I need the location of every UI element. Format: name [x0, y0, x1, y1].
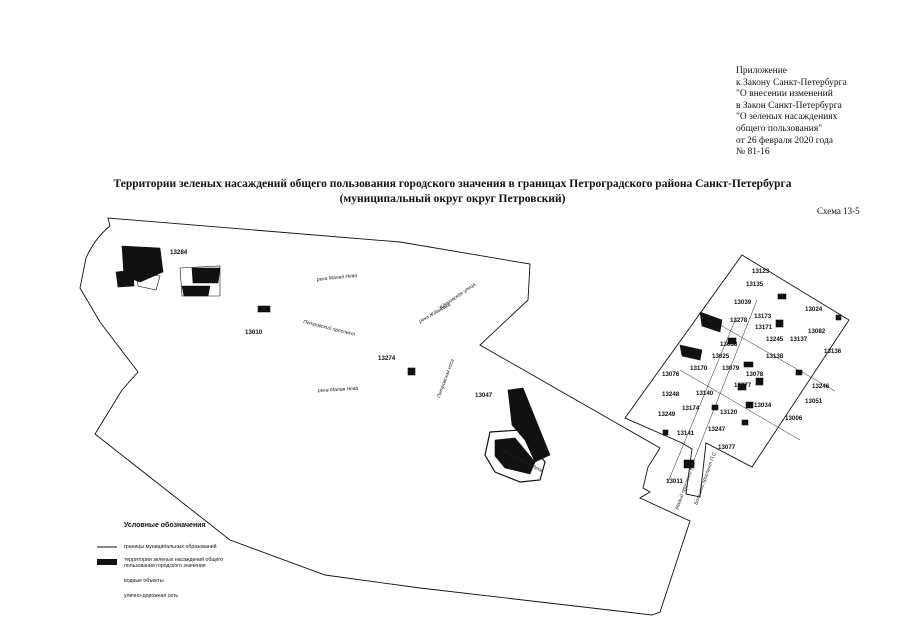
code-label: 13249	[658, 411, 676, 418]
code-label: 13082	[808, 328, 826, 335]
code-label: 13246	[812, 383, 830, 390]
code-label: 13123	[752, 268, 770, 275]
street-label: Большой проспект П.С.	[692, 450, 718, 506]
code-label: 13006	[785, 415, 803, 422]
code-label: 13136	[824, 348, 842, 355]
code-label: 13078	[746, 371, 764, 378]
code-label: 13076	[662, 371, 680, 378]
street-label: река Малая Нева	[317, 386, 359, 394]
code-label: 13025	[712, 353, 730, 360]
green-areas	[115, 245, 842, 483]
code-label: 13051	[805, 398, 823, 405]
map-title: Территории зеленых насаждений общего пол…	[113, 178, 792, 190]
code-label: 13010	[245, 329, 263, 336]
code-label: 13248	[662, 391, 680, 398]
code-label: 13079	[722, 365, 740, 372]
code-label: 13011	[666, 478, 683, 485]
code-label: 13171	[755, 324, 773, 331]
code-label: 13170	[690, 365, 708, 372]
note-line: № 81-16	[736, 147, 770, 158]
note-line: Приложение	[736, 66, 787, 76]
legend-item: территории зеленых насаждений общего пол…	[124, 557, 224, 569]
code-label: 13278	[730, 317, 748, 324]
street-label: Ждановская улица	[437, 282, 477, 313]
code-label: 13077	[718, 444, 736, 451]
code-label: 13120	[720, 409, 738, 416]
code-label: 13277	[734, 382, 752, 389]
code-label: 13038	[720, 341, 738, 348]
code-label: 13034	[754, 402, 772, 409]
legend-item: водные объекты	[124, 578, 164, 584]
note-line: к Закону Санкт-Петербурга	[736, 77, 847, 88]
street-lines	[667, 299, 836, 483]
map-subtitle: (муниципальный округ округ Петровский)	[339, 193, 566, 205]
legend-item: улично-дорожная сеть	[124, 593, 179, 599]
note-line: от 26 февраля 2020 года	[736, 135, 833, 146]
code-label: 13245	[766, 336, 784, 343]
legend-item: границы муниципальных образований	[124, 544, 217, 550]
note-line: "О зеленых насаждениях	[736, 112, 838, 123]
code-label: 13274	[378, 355, 396, 362]
code-label: 13173	[754, 313, 772, 320]
code-label: 13247	[708, 426, 726, 433]
code-label: 13039	[734, 299, 752, 306]
code-label: 13140	[696, 390, 714, 397]
map-codes: 13284 13010 13274 13047 13123 13135 1303…	[170, 249, 842, 485]
district-boundary	[79, 217, 850, 616]
code-label: 13174	[682, 405, 700, 412]
code-label: 13141	[677, 430, 695, 437]
scheme-label: Схема 13-5	[817, 206, 860, 216]
code-label: 13135	[746, 281, 764, 288]
street-label: Петровский проспект	[303, 318, 356, 338]
street-label: река Малая Нева	[316, 273, 358, 283]
code-label: 13138	[766, 353, 784, 360]
legend-title: Условные обозначения	[124, 522, 206, 529]
legend-symbols	[97, 546, 117, 565]
code-label: 13047	[475, 392, 493, 399]
code-label: 13024	[805, 306, 823, 313]
code-label: 13284	[170, 249, 188, 256]
law-appendix-note: Приложение к Закону Санкт-Петербурга "О …	[736, 66, 847, 159]
code-label: 13137	[790, 336, 808, 343]
note-line: в Закон Санкт-Петербурга	[736, 100, 842, 111]
note-line: "О внесении изменений	[736, 89, 833, 100]
note-line: общего пользования"	[736, 123, 823, 134]
street-label: Петровская коса	[436, 358, 456, 398]
legend-fill-symbol	[97, 559, 117, 565]
